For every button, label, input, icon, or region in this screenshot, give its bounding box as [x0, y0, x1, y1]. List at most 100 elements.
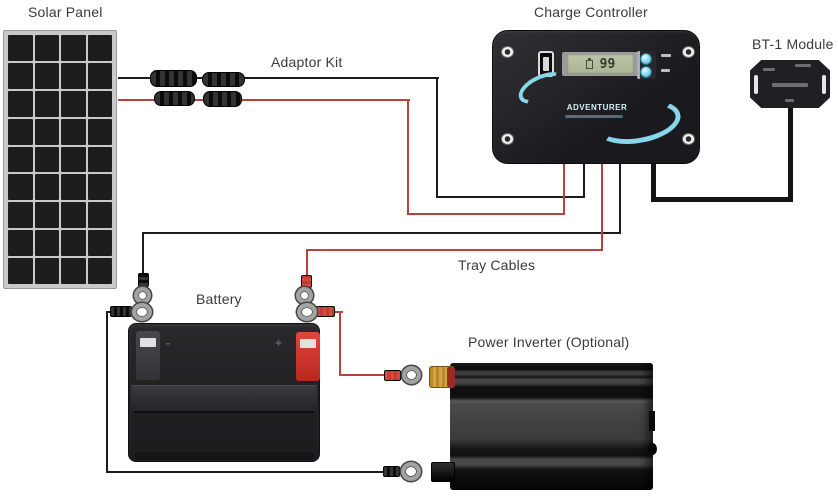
bt1-marking: [785, 99, 794, 102]
label-power-inverter: Power Inverter (Optional): [468, 334, 630, 350]
pv-wire-negative-segment: [118, 77, 439, 79]
tray-cable-negative-segment: [142, 232, 144, 275]
solar-cell: [61, 118, 86, 145]
tray-cable-positive-segment: [306, 249, 308, 277]
solar-cell: [61, 230, 86, 257]
tray-cable-positive-segment: [306, 249, 603, 251]
crimp-connector: [110, 306, 132, 317]
bt1-marking: [772, 83, 808, 87]
ring-terminal-icon: [297, 303, 317, 321]
battery-inverter-positive-segment: [339, 311, 341, 376]
tray-cable-positive-segment: [601, 162, 603, 251]
solar-grid: [8, 35, 112, 284]
pv-wire-positive-segment: [118, 99, 410, 101]
solar-panel: [3, 30, 117, 289]
tray-cable-negative-segment: [142, 232, 621, 234]
label-charge-controller: Charge Controller: [534, 4, 648, 20]
solar-cell: [34, 174, 59, 201]
bt1-marking: [795, 64, 811, 67]
solar-cell: [8, 35, 33, 61]
battery-terminal-positive: [296, 332, 320, 381]
bt1-cable-segment: [651, 162, 656, 202]
solar-cell: [61, 202, 86, 229]
solar-cell: [34, 90, 59, 117]
pv-wire-negative-segment: [583, 162, 585, 198]
button-down-icon: [640, 66, 652, 78]
ring-terminal-icon: [401, 462, 421, 481]
mc4-connector-icon: [202, 72, 245, 87]
solar-cell: [87, 230, 112, 257]
plus-symbol: +: [275, 336, 283, 350]
solar-cell: [61, 62, 86, 89]
solar-cell: [34, 258, 59, 284]
bt1-marking: [763, 68, 775, 71]
screw-icon: [501, 133, 514, 145]
terminal-label: [140, 338, 156, 347]
solar-cell: [8, 174, 33, 201]
battery-inverter-negative-segment: [106, 311, 108, 473]
solar-cell: [61, 146, 86, 173]
solar-cell: [8, 258, 33, 284]
solar-cell: [8, 146, 33, 173]
mc4-connector-icon: [154, 91, 195, 106]
bt1-module: [750, 60, 830, 108]
solar-cell: [34, 230, 59, 257]
label-solar-panel: Solar Panel: [28, 4, 103, 20]
solar-cell: [34, 35, 59, 61]
battery-bottom-lip: [135, 452, 314, 460]
label-bt1-module: BT-1 Module: [752, 36, 834, 52]
bt1-cable-segment: [651, 197, 793, 202]
solar-cell: [87, 146, 112, 173]
solar-cell: [34, 146, 59, 173]
crimp-connector: [383, 466, 400, 477]
lcd-display: 99: [562, 52, 639, 76]
button-up-icon: [640, 53, 652, 65]
battery-seam: [134, 411, 314, 413]
solar-cell: [34, 62, 59, 89]
screw-icon: [501, 46, 514, 58]
battery-icon: [585, 57, 593, 69]
ring-terminal-icon: [132, 303, 152, 321]
solar-cell: [8, 230, 33, 257]
ring-terminal-icon: [402, 366, 421, 384]
lcd-screen: 99: [567, 54, 634, 74]
solar-cell: [8, 62, 33, 89]
usb-tongue: [543, 57, 549, 71]
label-adaptor-kit: Adaptor Kit: [271, 54, 343, 70]
brand-subline: [565, 115, 623, 118]
screw-icon: [682, 133, 695, 145]
power-inverter: [450, 363, 653, 490]
solar-cell: [87, 258, 112, 284]
inverter-side-tab: [649, 411, 655, 431]
solar-cell: [61, 35, 86, 61]
solar-cell: [87, 202, 112, 229]
screw-icon: [682, 46, 695, 58]
solar-cell: [87, 35, 112, 61]
button-label-mark: [661, 54, 671, 57]
battery-step: [131, 385, 317, 411]
solar-cell: [87, 174, 112, 201]
mounting-slot-icon: [754, 75, 758, 94]
battery-inverter-positive-segment: [333, 311, 343, 313]
pv-wire-negative-segment: [436, 77, 438, 198]
crimp-connector: [384, 370, 401, 381]
battery-inverter-positive-segment: [339, 374, 391, 376]
pv-wire-negative-segment: [436, 196, 585, 198]
solar-cell: [87, 90, 112, 117]
battery: - +: [128, 323, 320, 462]
pv-wire-positive-segment: [407, 99, 409, 215]
solar-cell: [87, 62, 112, 89]
label-tray-cables: Tray Cables: [458, 257, 536, 273]
battery-inverter-negative-segment: [106, 471, 392, 473]
solar-cell: [34, 202, 59, 229]
solar-cell: [61, 174, 86, 201]
ring-terminal-icon: [296, 287, 313, 304]
minus-symbol: -: [166, 336, 170, 350]
solar-cell: [8, 202, 33, 229]
lcd-value: 99: [599, 56, 616, 72]
brand-text: ADVENTURER: [566, 103, 628, 112]
solar-cell: [8, 118, 33, 145]
tray-cable-negative-segment: [619, 162, 621, 234]
inverter-side-bump: [648, 443, 657, 455]
